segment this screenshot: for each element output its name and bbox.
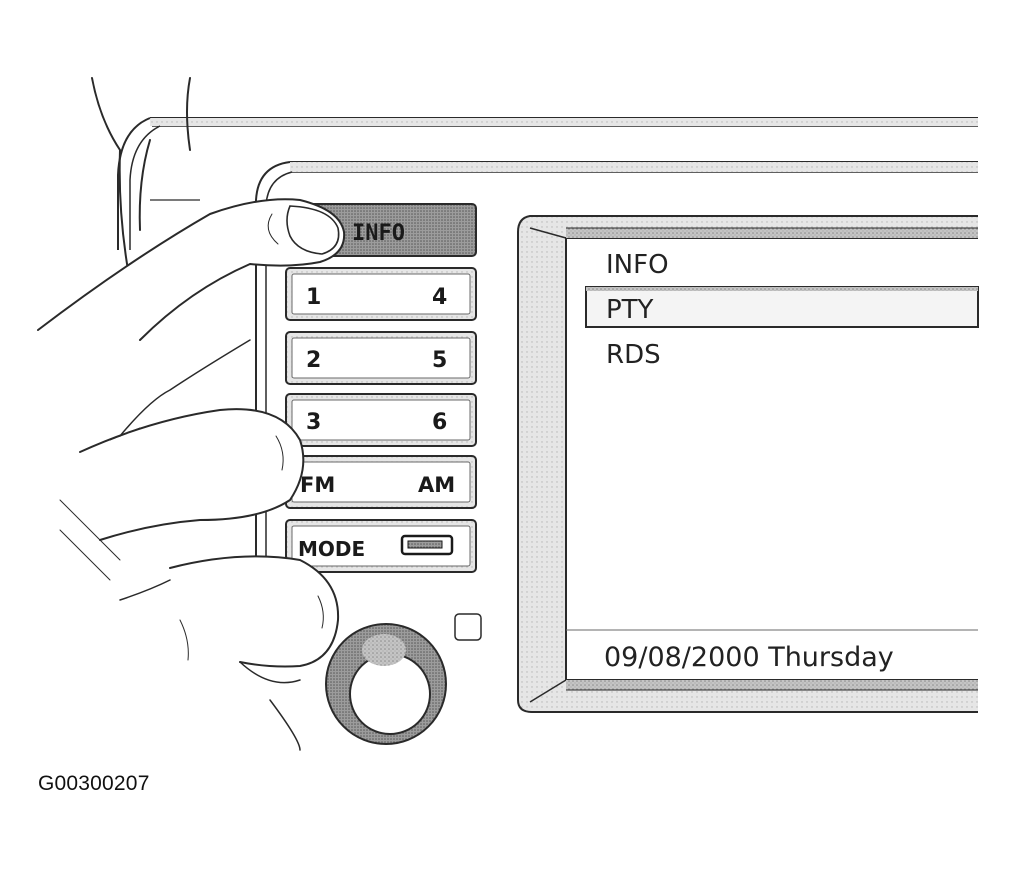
menu-item-info[interactable]: INFO	[606, 250, 669, 280]
hand-illustration	[37, 77, 346, 751]
preset-button-2-5[interactable]: 2 5	[285, 331, 477, 385]
band-button-fm-am[interactable]: FM AM	[285, 455, 477, 509]
volume-knob-icon[interactable]	[325, 623, 447, 745]
display-menu: INFO PTY RDS 09/08/2000 Thursday	[585, 250, 979, 673]
indicator-led-icon	[454, 613, 482, 641]
date-status-text: 09/08/2000 Thursday	[604, 642, 894, 673]
cassette-icon	[400, 534, 454, 556]
preset-button-1-4[interactable]: 1 4	[285, 267, 477, 321]
figure-id-label: G00300207	[38, 772, 150, 795]
preset-4-label: 4	[432, 285, 447, 310]
menu-item-rds[interactable]: RDS	[606, 340, 661, 370]
preset-5-label: 5	[432, 348, 447, 373]
preset-2-label: 2	[306, 348, 321, 373]
preset-6-label: 6	[432, 410, 447, 435]
menu-item-pty[interactable]: PTY	[606, 295, 654, 325]
mode-button[interactable]: MODE	[285, 519, 477, 573]
mode-label: MODE	[298, 537, 365, 561]
preset-1-label: 1	[306, 285, 321, 310]
fm-label: FM	[300, 473, 335, 497]
menu-selection-highlight	[585, 286, 979, 328]
am-label: AM	[418, 473, 455, 497]
info-button-label: INFO	[352, 221, 405, 246]
display-frame	[517, 215, 978, 713]
preset-3-label: 3	[306, 410, 321, 435]
preset-button-3-6[interactable]: 3 6	[285, 393, 477, 447]
